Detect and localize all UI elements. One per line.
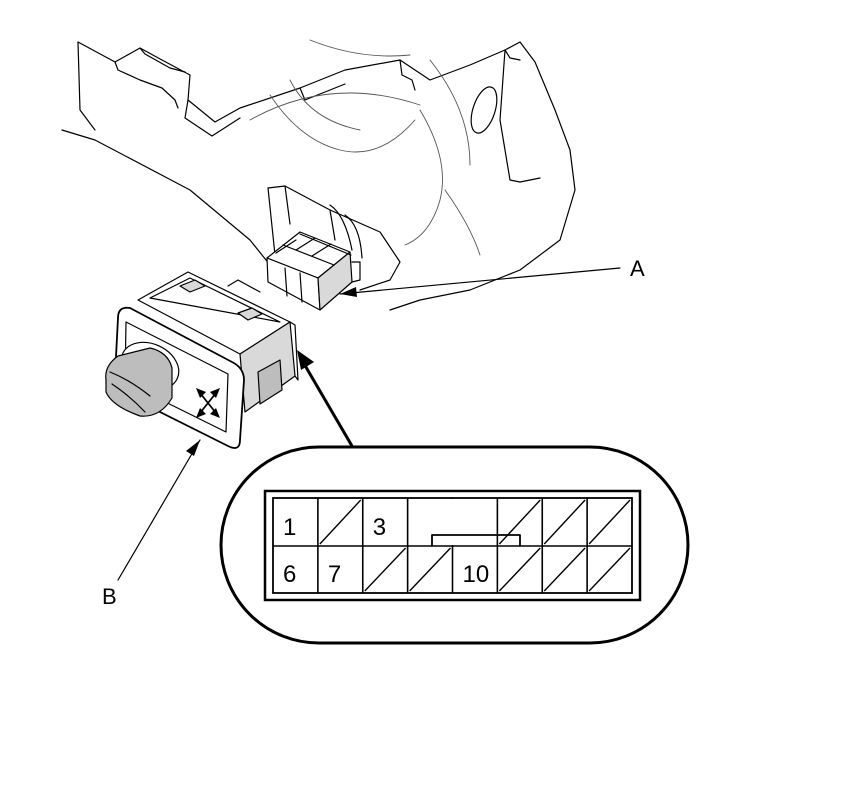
mirror-switch-b — [105, 271, 299, 449]
unused-terminal-hatch — [364, 547, 407, 592]
four-way-arrow-icon — [196, 388, 220, 418]
unused-terminal-hatch — [543, 499, 586, 545]
callout-label-b: B — [102, 584, 117, 609]
tab-area-gap — [451, 499, 454, 545]
unused-terminal-hatch — [543, 547, 586, 592]
terminal-number: 1 — [283, 514, 296, 541]
terminal-number: 10 — [463, 561, 490, 588]
unused-terminal-hatch — [409, 547, 452, 592]
unused-terminal-hatch — [498, 499, 541, 545]
unused-terminal-hatch — [588, 499, 631, 545]
terminal-number: 7 — [328, 561, 341, 588]
unused-terminal-hatch — [498, 547, 541, 592]
leader-lines — [117, 267, 621, 581]
locking-tab — [431, 534, 521, 547]
harness-connector-a — [266, 231, 361, 311]
terminal-number: 3 — [373, 514, 386, 541]
unused-terminal-hatch — [319, 499, 362, 545]
connector-view-frame — [219, 445, 690, 645]
callout-label-a: A — [630, 256, 645, 281]
connector-terminal-view: 1 3 6 7 10 — [219, 445, 690, 645]
dashboard-cover-panel — [61, 39, 576, 311]
unused-terminal-hatch — [588, 547, 631, 592]
terminal-number: 6 — [283, 561, 296, 588]
terminal-grid: 1 3 6 7 10 — [273, 498, 632, 593]
connector-housing-outer — [263, 489, 642, 602]
